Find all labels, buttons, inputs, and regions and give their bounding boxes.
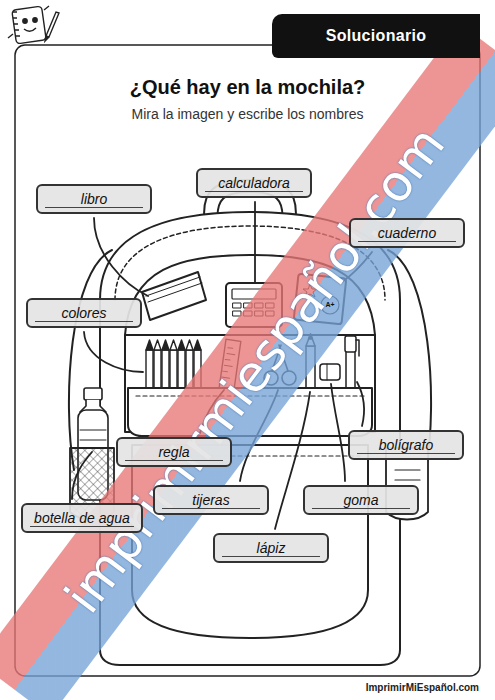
water-bottle: [80, 430, 106, 440]
colored-pencils: [154, 340, 161, 350]
leader-line: [357, 382, 364, 426]
mascot-logo: [8, 6, 59, 44]
colored-pencils: [194, 340, 201, 350]
answer-word: lápiz: [222, 540, 320, 557]
mascot-logo: [23, 19, 27, 23]
book: [142, 272, 206, 320]
colored-pencils: [162, 340, 169, 350]
answer-label-box: colores: [26, 298, 142, 328]
side-buckle: [395, 470, 420, 480]
leader-line: [94, 218, 148, 296]
instruction-text: Mira la imagen y escribe los nombres: [0, 106, 495, 122]
answer-label-box: calculadora: [196, 168, 312, 198]
answer-label-box: cuaderno: [349, 218, 465, 248]
colored-pencils: [186, 340, 193, 350]
answer-word: goma: [312, 492, 410, 509]
answer-word: tijeras: [162, 492, 260, 509]
answer-word: cuaderno: [358, 225, 456, 242]
grade-mark: A+: [318, 300, 342, 310]
answer-word: botella de agua: [30, 510, 134, 527]
leader-line: [331, 384, 345, 481]
leader-line: [72, 452, 92, 499]
eraser-band: [327, 364, 328, 380]
answer-word: colores: [35, 305, 133, 322]
leader-line: [84, 332, 143, 372]
mascot-logo: [24, 28, 36, 31]
colored-pencils: [170, 340, 177, 350]
mascot-logo: [13, 12, 20, 36]
answer-label-box: regla: [116, 437, 232, 467]
mascot-logo: [33, 18, 37, 22]
answer-word: regla: [125, 444, 223, 461]
book-pages: [146, 277, 202, 302]
colored-pencils: [178, 340, 185, 350]
calculator-keys: [233, 303, 241, 308]
page-frame: [15, 45, 480, 676]
colored-pencils: [146, 340, 153, 350]
answer-label-box: botella de agua: [21, 503, 143, 533]
answer-label-box: goma: [303, 485, 419, 515]
pen: [356, 340, 359, 356]
footer-url: ImprimirMiEspañol.com: [366, 682, 479, 693]
mascot-logo: [46, 12, 59, 37]
answer-label-box: lápiz: [213, 533, 329, 563]
answer-word: calculadora: [205, 175, 303, 192]
pen: [345, 336, 356, 352]
tab-title: Solucionario: [326, 27, 427, 45]
answer-key-tab: Solucionario: [272, 14, 480, 58]
answer-word: libro: [45, 191, 143, 208]
answer-label-box: tijeras: [153, 485, 269, 515]
leader-line: [254, 202, 256, 282]
water-bottle: [84, 388, 102, 400]
eraser: [320, 364, 340, 380]
answer-label-box: libro: [36, 184, 152, 214]
mascot-logo: [45, 36, 49, 41]
answer-word: bolígrafo: [357, 437, 455, 454]
mascot-logo: [8, 6, 49, 38]
page-frame: [15, 45, 480, 676]
mascot-logo: [12, 6, 46, 44]
worksheet-title: ¿Qué hay en la mochila?: [0, 76, 495, 99]
answer-label-box: bolígrafo: [348, 430, 464, 460]
